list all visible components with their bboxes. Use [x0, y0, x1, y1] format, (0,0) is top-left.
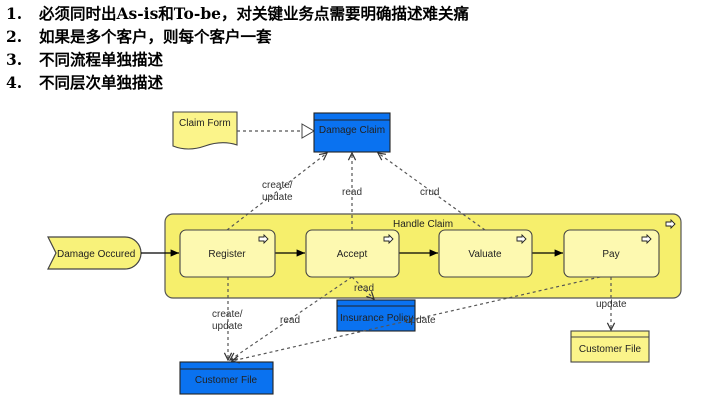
damage-occured-event[interactable]: Damage Occured [47, 236, 142, 270]
note-item: 4.不同层次单独描述 [6, 73, 164, 92]
relation-label: create/ [212, 309, 243, 320]
relation-label: update [262, 192, 293, 203]
notes-list: 1.必须同时出As-is和To-be，对关键业务点需要明确描述难关痛 2.如果是… [6, 2, 469, 94]
insurance-policy-label: Insurance Policy [340, 313, 413, 324]
damage-claim-object[interactable]: Damage Claim [313, 112, 391, 153]
note-item: 2.如果是多个客户，则每个客户一套 [6, 27, 272, 46]
claim-form-document[interactable]: Claim Form [172, 111, 238, 150]
step-label: Valuate [468, 249, 502, 260]
relation-label: read [342, 187, 362, 198]
note-item: 3.不同流程单独描述 [6, 50, 164, 69]
relation-valuate-damageclaim [378, 153, 486, 231]
step-valuate[interactable]: Valuate [438, 229, 533, 278]
customer-file-blue-object[interactable]: Customer File [179, 361, 274, 395]
insurance-policy-object[interactable]: Insurance Policy [336, 299, 416, 332]
subprocess-arrow-icon [665, 218, 676, 230]
step-pay[interactable]: Pay [563, 229, 660, 278]
step-label: Pay [602, 249, 619, 260]
relation-pay-customerfile-blue [232, 276, 601, 361]
handle-claim-process[interactable]: Handle Claim [164, 213, 682, 299]
handle-claim-label: Handle Claim [393, 219, 453, 230]
step-register[interactable]: Register [179, 229, 276, 278]
relation-label: update [405, 315, 436, 326]
triangle-arrowhead-icon [301, 123, 315, 139]
subprocess-arrow-icon [641, 233, 652, 245]
customer-file-blue-label: Customer File [195, 375, 258, 386]
relation-label: read [354, 283, 374, 294]
customer-file-yellow-label: Customer File [579, 344, 642, 355]
subprocess-arrow-icon [258, 233, 269, 245]
relation-accept-customerfile [230, 276, 353, 360]
damage-claim-label: Damage Claim [319, 125, 385, 136]
step-accept[interactable]: Accept [305, 229, 400, 278]
note-item: 1.必须同时出As-is和To-be，对关键业务点需要明确描述难关痛 [6, 4, 470, 23]
relation-accept-insurancepolicy [351, 276, 374, 299]
relation-label: read [280, 315, 300, 326]
relation-label: create/ [262, 180, 293, 191]
customer-file-yellow-object[interactable]: Customer File [570, 330, 650, 363]
claim-form-label: Claim Form [179, 118, 231, 129]
step-label: Accept [337, 249, 368, 260]
step-label: Register [208, 249, 246, 260]
damage-occured-label: Damage Occured [57, 249, 135, 260]
relation-label: update [212, 321, 243, 332]
subprocess-arrow-icon [383, 233, 394, 245]
relation-label: update [596, 299, 627, 310]
relation-label: crud [420, 187, 439, 198]
subprocess-arrow-icon [516, 233, 527, 245]
